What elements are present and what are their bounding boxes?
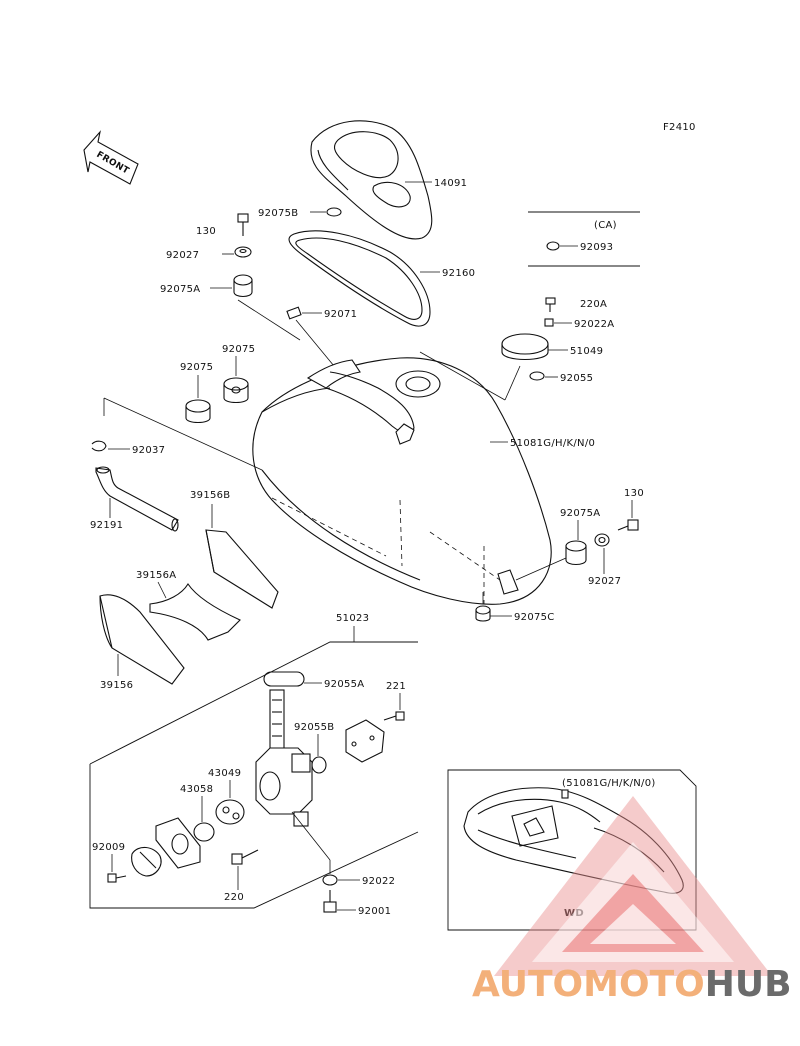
label-43049: 43049 bbox=[208, 768, 241, 779]
cap-51049 bbox=[501, 333, 549, 360]
inset-decal-view bbox=[447, 769, 697, 931]
bolt-130-top bbox=[237, 213, 249, 236]
label-92055: 92055 bbox=[560, 373, 593, 384]
label-92075b: 92075B bbox=[258, 208, 298, 219]
label-92055b: 92055B bbox=[294, 722, 334, 733]
assembly-box-bottom bbox=[89, 764, 419, 909]
fuel-cock-body bbox=[255, 689, 313, 827]
grommet-92093 bbox=[546, 241, 560, 251]
o-ring-92055a bbox=[263, 671, 305, 687]
watermark-logo bbox=[494, 796, 772, 976]
label-51023: 51023 bbox=[336, 613, 369, 624]
label-92160: 92160 bbox=[442, 268, 475, 279]
screw-220 bbox=[231, 849, 259, 865]
label-92037: 92037 bbox=[132, 445, 165, 456]
label-51081: 51081G/H/K/N/0 bbox=[510, 438, 595, 449]
watermark-part2: HUB bbox=[705, 964, 792, 1005]
damper-92075-left bbox=[185, 399, 211, 424]
valve-plate bbox=[155, 817, 201, 869]
figure-code: F2410 bbox=[663, 122, 696, 133]
label-92022a: 92022A bbox=[574, 319, 614, 330]
bolt-130-right bbox=[617, 519, 639, 531]
label-92001: 92001 bbox=[358, 906, 391, 917]
meter-cover-14091 bbox=[310, 120, 433, 240]
o-ring-43058 bbox=[193, 822, 215, 842]
label-92055a: 92055A bbox=[324, 679, 364, 690]
o-ring-92055b bbox=[311, 756, 327, 774]
lever-knob bbox=[131, 846, 162, 877]
label-14091: 14091 bbox=[434, 178, 467, 189]
watermark-part1: AUTOMOTO bbox=[472, 964, 705, 1005]
label-92191: 92191 bbox=[90, 520, 123, 531]
pad-39156a bbox=[149, 582, 241, 641]
label-92075a-top: 92075A bbox=[160, 284, 200, 295]
grommet-92075c bbox=[475, 605, 491, 622]
label-51049: 51049 bbox=[570, 346, 603, 357]
ca-note: (CA) bbox=[594, 220, 617, 231]
inset-wd-label: WD bbox=[564, 908, 584, 919]
screw-221 bbox=[383, 711, 405, 721]
damper-92075-right bbox=[223, 377, 249, 404]
grommet-92075b bbox=[326, 207, 342, 217]
o-ring-92055 bbox=[529, 371, 545, 381]
fuel-tank-51081 bbox=[252, 357, 552, 605]
assembly-box-top bbox=[89, 641, 418, 765]
label-221: 221 bbox=[386, 681, 406, 692]
damper-92075a-right bbox=[565, 540, 587, 566]
clip-92037 bbox=[91, 440, 107, 452]
label-39156a: 39156A bbox=[136, 570, 176, 581]
gasket-92160 bbox=[288, 230, 431, 327]
label-92093: 92093 bbox=[580, 242, 613, 253]
label-39156: 39156 bbox=[100, 680, 133, 691]
label-92075c: 92075C bbox=[514, 612, 555, 623]
label-92075-a: 92075 bbox=[180, 362, 213, 373]
pad-39156b bbox=[205, 529, 279, 609]
label-92022: 92022 bbox=[362, 876, 395, 887]
collar-92027-right bbox=[594, 533, 610, 547]
screw-92009 bbox=[107, 873, 127, 883]
label-92027-right: 92027 bbox=[588, 576, 621, 587]
collar-92027-top bbox=[234, 246, 252, 258]
inset-title: (51081G/H/K/N/0) bbox=[562, 778, 656, 789]
label-130-top: 130 bbox=[196, 226, 216, 237]
diaphragm-43049 bbox=[215, 799, 245, 825]
label-39156b: 39156B bbox=[190, 490, 230, 501]
front-arrow-icon: FRONT bbox=[83, 130, 139, 185]
hose-92191 bbox=[95, 466, 179, 532]
label-92071: 92071 bbox=[324, 309, 357, 320]
washer-92022 bbox=[322, 874, 338, 886]
screw-220a bbox=[545, 297, 556, 312]
label-92027-top: 92027 bbox=[166, 250, 199, 261]
clip-92071 bbox=[286, 306, 302, 320]
label-92075-b: 92075 bbox=[222, 344, 255, 355]
pad-39156 bbox=[99, 594, 185, 685]
cover-plate bbox=[345, 719, 385, 763]
label-220: 220 bbox=[224, 892, 244, 903]
bolt-92001 bbox=[323, 890, 337, 913]
label-92075a-right: 92075A bbox=[560, 508, 600, 519]
label-43058: 43058 bbox=[180, 784, 213, 795]
label-92009: 92009 bbox=[92, 842, 125, 853]
damper-92075a-top bbox=[233, 274, 253, 298]
washer-92022a bbox=[544, 318, 554, 327]
label-220a: 220A bbox=[580, 299, 607, 310]
label-130-right: 130 bbox=[624, 488, 644, 499]
watermark-text: AUTOMOTOHUB bbox=[472, 964, 792, 1005]
